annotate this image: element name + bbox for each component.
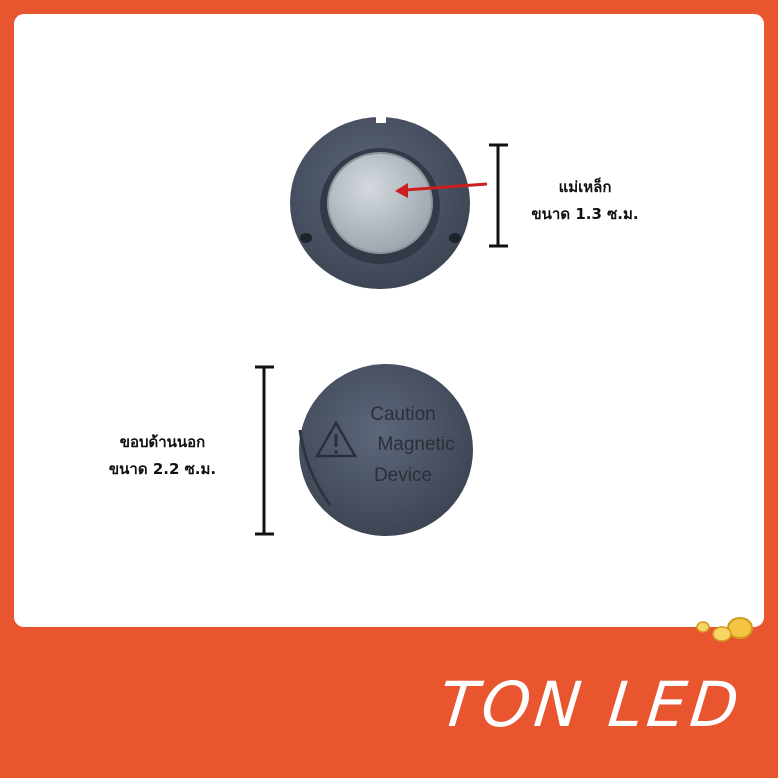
magnet-label-title: แม่เหล็ก: [558, 178, 612, 196]
notch-left: [300, 233, 312, 243]
magnet-disc: [327, 152, 433, 254]
magnet-size-label: แม่เหล็ก ขนาด 1.3 ซ.ม.: [520, 174, 650, 228]
outer-size-bar: [255, 365, 274, 536]
outer-label-size: ขนาด 2.2 ซ.ม.: [108, 460, 217, 478]
magnet-side-cap: [290, 117, 470, 289]
front-cap: Caution Magnetic Device: [298, 364, 473, 536]
device-text: Device: [374, 465, 432, 486]
magnet-arrow: [395, 182, 488, 198]
cap-front: [299, 364, 473, 536]
notch-top: [376, 117, 386, 123]
magnet-label-size: ขนาด 1.3 ซ.ม.: [531, 205, 639, 223]
outer-size-label: ขอบด้านนอก ขนาด 2.2 ซ.ม.: [95, 429, 230, 483]
warning-triangle-icon: [314, 420, 358, 458]
coins-decoration: [696, 617, 753, 642]
magnet-size-bar: [489, 143, 508, 248]
brand-logo-text: TON LED: [436, 668, 747, 741]
caution-text: Caution: [370, 404, 436, 425]
notch-right: [449, 233, 461, 243]
outer-label-title: ขอบด้านนอก: [119, 433, 206, 451]
magnetic-text: Magnetic: [377, 434, 454, 455]
